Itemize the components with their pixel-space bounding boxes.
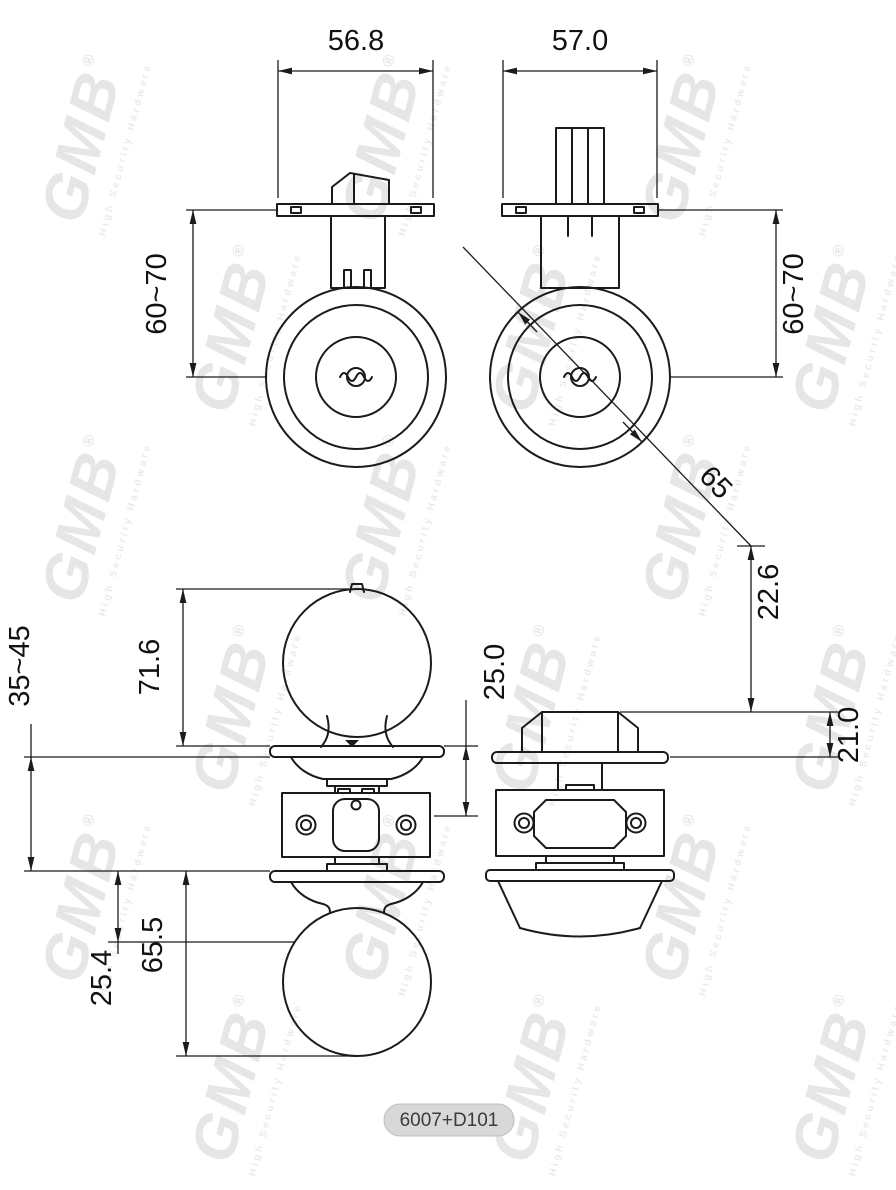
- dim-text-cylinder-diameter: 65: [693, 460, 738, 505]
- thumbturn: [521, 711, 639, 753]
- inside-knob-ball: [282, 588, 432, 738]
- rose-dome-line: [390, 756, 424, 780]
- dim-text-bolt-projection: 22.6: [753, 564, 785, 620]
- keyway-slot: [339, 372, 373, 382]
- spindle-washer: [326, 778, 388, 787]
- screw-post: [295, 814, 317, 836]
- outside-cylinder-flange: [485, 869, 675, 882]
- dim-text-inside-knob-height: 71.6: [134, 639, 166, 695]
- screw-post: [395, 814, 417, 836]
- dim-backset-right: 60~70: [658, 209, 810, 378]
- dim-plate-width-right: 57.0: [502, 25, 658, 198]
- knob-neck-line: [383, 903, 392, 914]
- inside-rose-flange: [491, 751, 669, 764]
- dim-text-backset-left: 60~70: [141, 253, 173, 334]
- cylinder-taper-line: [639, 880, 663, 929]
- rose-dome-line: [290, 881, 324, 905]
- spindle: [555, 127, 605, 205]
- screw-post: [513, 812, 535, 834]
- cylinder-middle-ring: [283, 304, 429, 450]
- spindle-washer: [535, 862, 625, 871]
- cylinder-inner-ring: [539, 336, 621, 418]
- diagonal-leader-line: [462, 246, 752, 547]
- spindle-washer: [326, 863, 388, 872]
- screw-post-hole: [400, 819, 412, 831]
- dim-text-plate-width-right: 57.0: [552, 25, 608, 57]
- hub-detail: [350, 799, 362, 811]
- dim-text-thumbturn-height: 21.0: [833, 707, 865, 763]
- faceplate-screw-hole: [410, 206, 422, 214]
- keyway-slot: [563, 372, 597, 382]
- dim-text-plate-width-left: 56.8: [328, 25, 384, 57]
- cylinder-bottom-curve: [519, 927, 641, 938]
- cylinder-taper-line: [497, 880, 521, 929]
- knob-neck-line: [384, 715, 394, 748]
- cylinder-housing: [540, 215, 620, 289]
- diameter-arrow: [517, 311, 538, 333]
- model-badge-label: 6007+D101: [400, 1110, 499, 1131]
- rose-dome-line: [290, 756, 324, 780]
- knob-neck-line: [322, 903, 331, 914]
- deadbolt-front-view-right: [489, 127, 671, 468]
- spindle-washer: [545, 855, 615, 864]
- knob-neck-line: [320, 715, 330, 748]
- outside-rose-flange: [269, 870, 445, 883]
- deadbolt-front-view-left: [265, 172, 447, 468]
- outside-knob-ball: [282, 907, 432, 1057]
- model-badge-pill: [383, 1103, 515, 1137]
- screw-post-hole: [630, 817, 642, 829]
- dim-plate-width-left: 56.8: [277, 25, 434, 198]
- latch-bolt-outline: [331, 172, 390, 205]
- rose-dome-line: [390, 881, 424, 905]
- dim-bolt-projection: 22.6: [737, 545, 785, 712]
- faceplate-screw-hole: [515, 206, 527, 214]
- dim-text-rose-to-body: 25.0: [479, 644, 511, 700]
- screw-post: [625, 812, 647, 834]
- knob-tip: [349, 583, 365, 593]
- housing-prong: [363, 269, 372, 289]
- screw-post-hole: [518, 817, 530, 829]
- dim-door-thickness: 35~45: [4, 625, 270, 872]
- dim-rose-to-body: 25.0: [434, 644, 511, 817]
- dim-text-outside-knob-height: 65.5: [137, 917, 169, 973]
- faceplate-screw-hole: [633, 206, 645, 214]
- inside-rose-flange: [269, 745, 445, 758]
- spindle-washer: [334, 856, 380, 865]
- faceplate-screw-hole: [290, 206, 302, 214]
- dim-inside-knob-height: 71.6: [134, 588, 349, 747]
- cylinder-inner-ring: [315, 336, 397, 418]
- latch-follower-hub: [332, 798, 380, 852]
- dim-outside-knob-height: 65.5: [137, 871, 357, 1057]
- dim-backset-left: 60~70: [141, 209, 277, 378]
- bolt-hub: [533, 799, 627, 849]
- model-badge: 6007+D101: [383, 1103, 515, 1137]
- knob-lockset-side-view: [269, 583, 445, 1057]
- latch-housing: [330, 215, 386, 289]
- dim-rose-height: 25.4: [86, 871, 294, 1006]
- dim-text-rose-height: 25.4: [86, 950, 118, 1006]
- screw-post-hole: [300, 819, 312, 831]
- dim-text-backset-right: 60~70: [778, 253, 810, 334]
- diameter-arrow: [622, 421, 643, 443]
- dim-thumbturn-height: 21.0: [620, 707, 865, 763]
- dim-text-door-thickness: 35~45: [4, 625, 36, 706]
- lock-chassis: [281, 792, 431, 858]
- alignment-mark: [345, 740, 359, 747]
- cylinder-middle-ring: [507, 304, 653, 450]
- housing-prong: [343, 269, 352, 289]
- deadbolt-side-view: [485, 711, 675, 938]
